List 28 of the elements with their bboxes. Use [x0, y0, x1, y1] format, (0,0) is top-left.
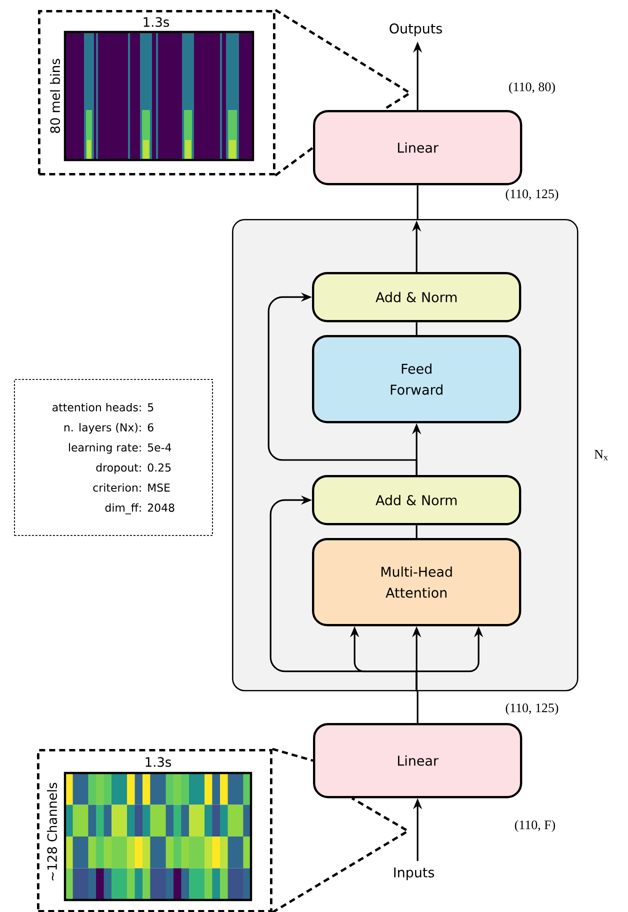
connector-line	[416, 525, 418, 538]
dimension-label: (110, 125)	[506, 189, 558, 201]
arrow	[270, 496, 418, 692]
process-box: Add & Norm	[312, 475, 522, 526]
parameter-table: attention heads: 5 n. layers (Nx): 6 learning rate: 5e-4 dropout: 0.25 criterion: MSE dim_ff: 2048	[14, 379, 213, 536]
process-box: Linear	[313, 723, 522, 798]
process-box: Multi-Head Attention	[312, 538, 522, 626]
dimension-label: (110, 80)	[509, 82, 555, 94]
zoom-line	[272, 748, 314, 762]
zoom-frame	[37, 749, 272, 912]
zoom-line	[274, 146, 314, 176]
axis-label: 80 mel bins	[50, 58, 60, 133]
axis-label: ~128 Channels	[46, 782, 58, 880]
connector-line	[416, 185, 418, 219]
zoom-frame	[38, 10, 276, 176]
repeat-label: N$_{x}$	[594, 450, 608, 460]
process-box: Feed Forward	[312, 335, 522, 424]
output-text: Outputs	[390, 23, 442, 36]
axis-label: 1.3s	[144, 17, 170, 27]
process-box: Linear	[313, 110, 522, 186]
connector-line	[416, 322, 418, 335]
input-text: Inputs	[394, 868, 434, 880]
axis-label: 1.3s	[146, 757, 172, 767]
connector-line	[416, 691, 418, 723]
arrow	[268, 292, 418, 475]
dimension-label: (110, F)	[514, 820, 556, 832]
process-box: Add & Norm	[312, 272, 522, 322]
dimension-label: (110, 125)	[506, 703, 558, 715]
